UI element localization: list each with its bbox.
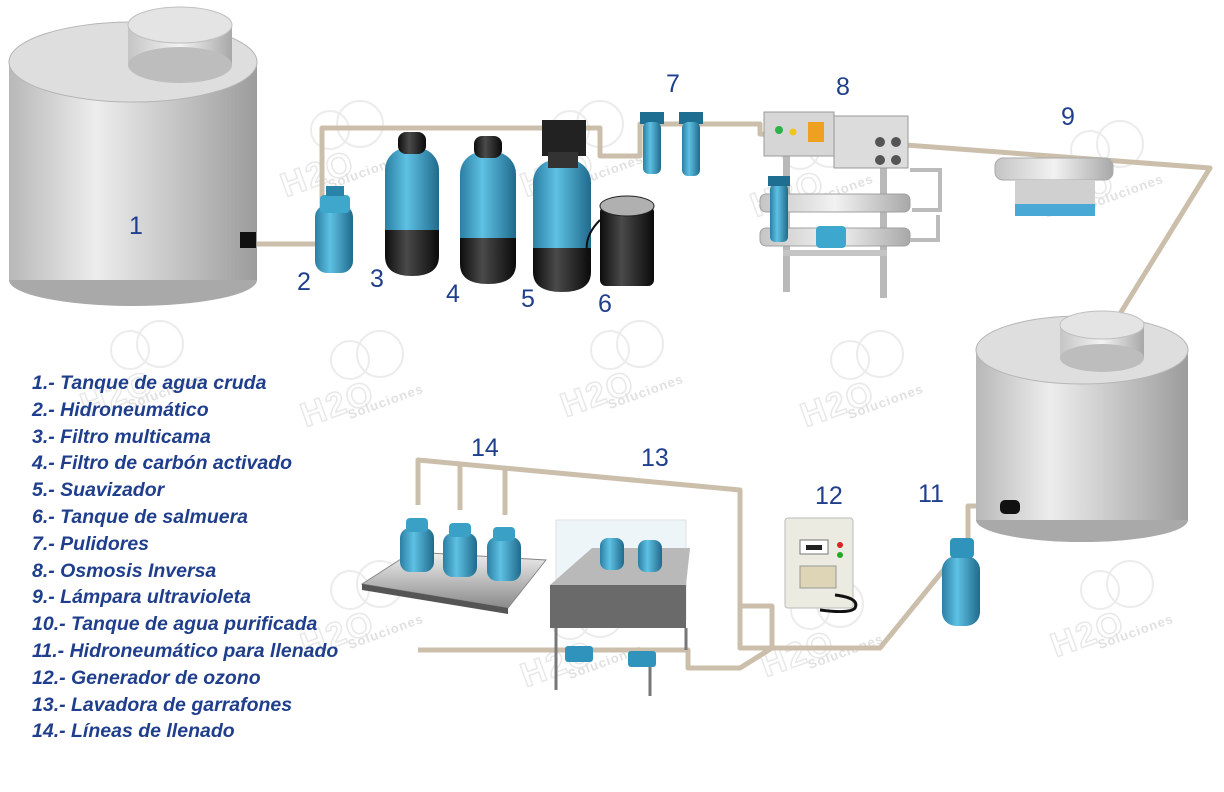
brine-tank — [585, 195, 655, 286]
legend-item: 10.- Tanque de agua purificada — [32, 613, 318, 636]
label-number-12: 12 — [815, 482, 843, 510]
softener — [533, 120, 591, 292]
legend-item: 4.- Filtro de carbón activado — [32, 452, 293, 475]
legend-item: 6.- Tanque de salmuera — [32, 505, 249, 528]
label-number-6: 6 — [598, 290, 612, 318]
label-number-11: 11 — [918, 480, 944, 508]
pipe-fill-lines — [415, 457, 743, 640]
polisher-filters — [640, 112, 703, 176]
legend-item: 7.- Pulidores — [32, 532, 150, 555]
label-number-4: 4 — [446, 280, 460, 308]
hydropneumatic-tank — [315, 186, 353, 273]
legend-item: 14.- Líneas de llenado — [32, 720, 235, 743]
legend: 1.- Tanque de agua cruda 2.- Hidroneumát… — [32, 370, 338, 745]
activated-carbon-filter — [460, 136, 516, 284]
label-number-3: 3 — [370, 265, 384, 293]
filling-hydropneumatic — [942, 538, 980, 626]
legend-item: 1.- Tanque de agua cruda — [32, 372, 267, 394]
pipe-network — [252, 121, 1213, 671]
multimedia-filter — [385, 132, 439, 276]
legend-item: 2.- Hidroneumático — [32, 398, 209, 421]
legend-item: 3.- Filtro multicama — [32, 425, 211, 448]
legend-item: 9.- Lámpara ultravioleta — [32, 586, 251, 609]
label-number-8: 8 — [836, 73, 850, 101]
label-number-1: 1 — [129, 212, 143, 240]
label-number-14: 14 — [471, 434, 499, 462]
legend-item: 8.- Osmosis Inversa — [32, 559, 217, 582]
uv-lamp — [994, 157, 1114, 216]
pipe-main-upper — [252, 121, 1213, 332]
label-number-5: 5 — [521, 285, 535, 313]
ozone-generator — [784, 517, 858, 614]
raw-water-tank — [8, 6, 258, 306]
legend-item: 13.- Lavadora de garrafones — [32, 693, 293, 716]
bottle-washer — [550, 519, 690, 696]
reverse-osmosis-unit — [759, 111, 942, 298]
label-number-2: 2 — [297, 268, 311, 296]
legend-item: 5.- Suavizador — [32, 479, 165, 502]
legend-item: 12.- Generador de ozono — [32, 666, 261, 689]
legend-item: 11.- Hidroneumático para llenado — [32, 639, 339, 662]
label-number-9: 9 — [1061, 103, 1075, 131]
purified-water-tank — [975, 310, 1189, 542]
filling-lines — [360, 518, 547, 614]
label-number-13: 13 — [641, 444, 669, 472]
label-number-7: 7 — [666, 70, 680, 98]
